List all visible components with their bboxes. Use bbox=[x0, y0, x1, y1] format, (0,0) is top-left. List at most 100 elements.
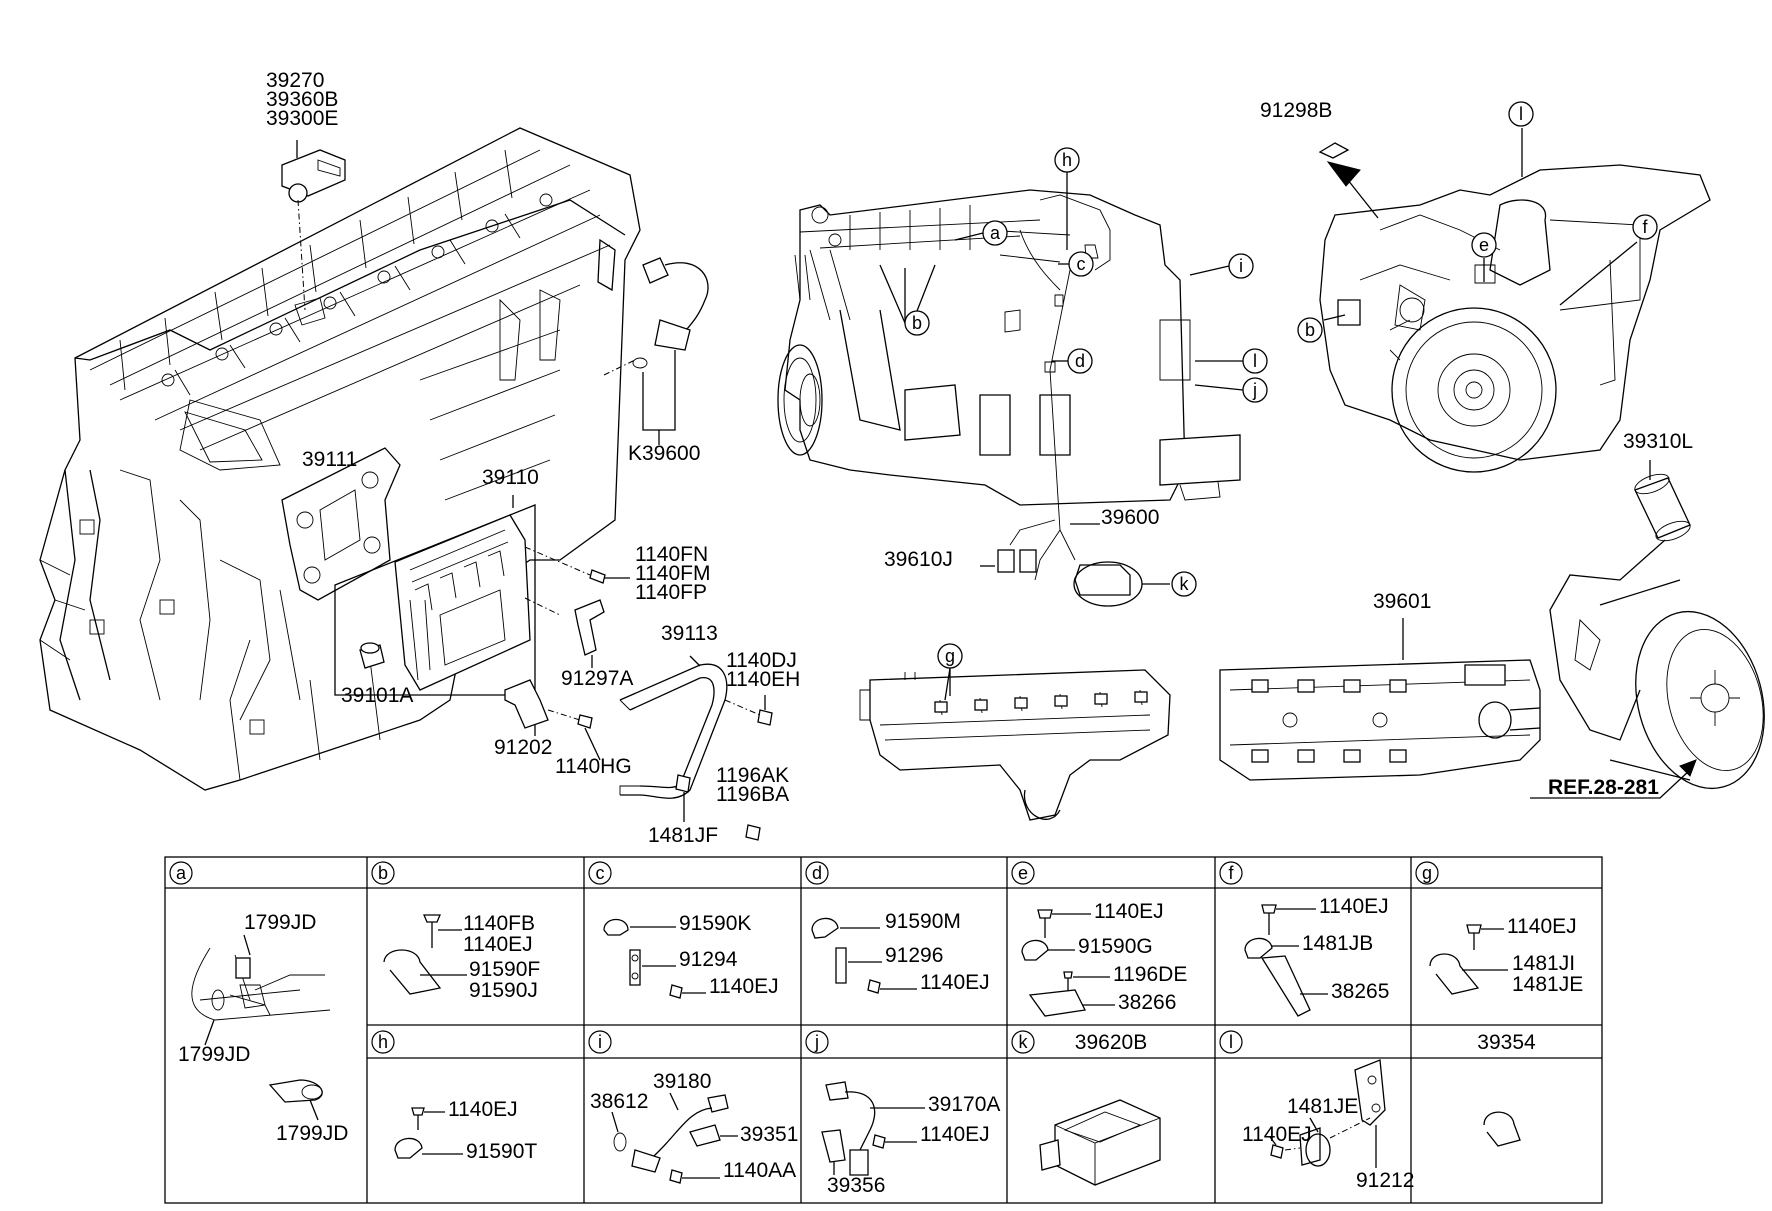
callout-p91202: 91202 bbox=[494, 736, 552, 759]
letter-circle bbox=[1171, 571, 1197, 597]
callout-p39110: 39110 bbox=[482, 466, 539, 489]
callout-line: 39111 bbox=[302, 448, 357, 471]
cell-letter: f bbox=[1228, 863, 1234, 883]
cell-part-label: 91590G bbox=[1078, 935, 1153, 958]
cell-part-label: 38266 bbox=[1118, 991, 1176, 1014]
cell-letter-circle bbox=[371, 861, 395, 885]
callout-p39310L: 39310L bbox=[1623, 430, 1693, 453]
callout-line: 39110 bbox=[482, 466, 539, 489]
callout-line: 1481JF bbox=[648, 824, 718, 847]
ecu-bracket-drawing bbox=[281, 447, 401, 601]
callout-p1140HG: 1140HG bbox=[555, 755, 632, 778]
callout-line: 1140DJ bbox=[726, 649, 797, 672]
callout-line: 91202 bbox=[494, 736, 552, 759]
air-filter-drawing bbox=[1530, 460, 1765, 799]
letter-marker-a: a bbox=[982, 220, 1008, 246]
cell-part-label: 91590T bbox=[466, 1140, 537, 1163]
cell-part-label: 1481JI bbox=[1512, 952, 1575, 975]
callout-p39101A: 39101A bbox=[341, 684, 413, 707]
cell-letter: k bbox=[1019, 1032, 1029, 1052]
cell-title: 39620B bbox=[1075, 1031, 1147, 1054]
callout-line: 39113 bbox=[661, 622, 718, 645]
letter-text: l bbox=[1253, 351, 1257, 371]
letter-marker-h: h bbox=[1054, 147, 1080, 173]
letter-text: b bbox=[1305, 320, 1315, 340]
cell-letter: c bbox=[596, 863, 605, 883]
letter-marker-c: c bbox=[1068, 251, 1094, 277]
cell-part-label: 39356 bbox=[827, 1174, 885, 1197]
cell-part-label: 1140EJ bbox=[1242, 1123, 1312, 1146]
cell-part-label: 1481JE bbox=[1512, 973, 1583, 996]
cell-part-label: 1196DE bbox=[1113, 963, 1187, 986]
ecu-drawing bbox=[334, 495, 591, 696]
letter-circle bbox=[1297, 317, 1323, 343]
letter-marker-e: e bbox=[1471, 232, 1497, 258]
cell-letter-circle bbox=[1219, 1030, 1243, 1054]
letter-marker-l: l bbox=[1242, 348, 1268, 374]
u-bracket-drawing bbox=[619, 655, 773, 841]
letter-marker-b: b bbox=[904, 310, 930, 336]
cell-part-label: 39351 bbox=[740, 1123, 798, 1146]
cell-letter: i bbox=[598, 1032, 602, 1052]
callout-line: 1140EH bbox=[726, 668, 800, 691]
cell-part-label: 91590J bbox=[469, 979, 538, 1002]
callout-line: 1140FP bbox=[635, 581, 707, 604]
cell-letter-circle bbox=[1219, 861, 1243, 885]
letter-circle bbox=[1054, 147, 1080, 173]
callout-p39610J: 39610J bbox=[884, 548, 953, 571]
cell-part-label: 1799JD bbox=[178, 1043, 250, 1066]
cell-part-label: 1140FB bbox=[463, 912, 535, 935]
letter-text: e bbox=[1479, 235, 1489, 255]
cell-part-label: 91212 bbox=[1356, 1169, 1414, 1192]
cell-letter: d bbox=[812, 863, 822, 883]
letter-marker-i: i bbox=[1228, 253, 1254, 279]
callout-line: 39270 bbox=[266, 69, 324, 92]
cell-letter-circle bbox=[805, 861, 829, 885]
table-cell-k: k 39620B bbox=[1011, 1030, 1147, 1054]
callout-line: 1140FN bbox=[635, 543, 708, 566]
cell-part-label: 1140EJ bbox=[1507, 915, 1577, 938]
callout-pK39600: K39600 bbox=[628, 442, 700, 465]
letter-circle bbox=[1067, 348, 1093, 374]
letter-leaders bbox=[879, 172, 1244, 701]
letter-text: c bbox=[1077, 254, 1086, 274]
cell-letter: g bbox=[1422, 863, 1432, 883]
letter-circle bbox=[937, 643, 963, 669]
letter-text: l bbox=[1519, 104, 1523, 124]
cell-letter-circle bbox=[169, 861, 193, 885]
cell-part-label: 91590M bbox=[885, 910, 961, 933]
cell-part-label: 1140EJ bbox=[448, 1098, 518, 1121]
legend-table bbox=[164, 856, 1603, 1204]
table-cell-e: e 1140EJ 91590G 1196DE 38266 bbox=[1011, 861, 1187, 1014]
letter-marker-d: d bbox=[1067, 348, 1093, 374]
cell-part-label: 91294 bbox=[679, 948, 738, 971]
letter-circle bbox=[1068, 251, 1094, 277]
callout-p1481JF: 1481JF bbox=[648, 824, 718, 847]
callout-line: 1140HG bbox=[555, 755, 632, 778]
letter-marker-b2: b bbox=[1297, 317, 1323, 343]
callout-line: 1140FM bbox=[635, 562, 710, 585]
table-cell-plain: 39354 bbox=[1477, 1031, 1536, 1054]
cell-part-label: 1140EJ bbox=[920, 971, 990, 994]
callout-line: 39600 bbox=[1101, 506, 1159, 529]
harness-39601-drawing bbox=[1219, 618, 1541, 781]
callout-p91298B: 91298B bbox=[1260, 99, 1332, 122]
letter-text: g bbox=[945, 646, 955, 666]
cell-letter: e bbox=[1018, 863, 1028, 883]
letter-marker-l2: l bbox=[1508, 101, 1534, 127]
letter-circle bbox=[904, 310, 930, 336]
cell-part-label: 1140AA bbox=[723, 1159, 796, 1182]
injector-harness-drawing bbox=[859, 668, 1171, 821]
cell-part-label: 1481JB bbox=[1302, 932, 1373, 955]
callout-line: 91297A bbox=[561, 667, 633, 690]
cell-part-label: 1140EJ bbox=[463, 933, 533, 956]
letter-circle bbox=[1228, 253, 1254, 279]
cell-part-label: 1140EJ bbox=[1319, 895, 1389, 918]
cell-part-label: 1140EJ bbox=[1094, 900, 1164, 923]
